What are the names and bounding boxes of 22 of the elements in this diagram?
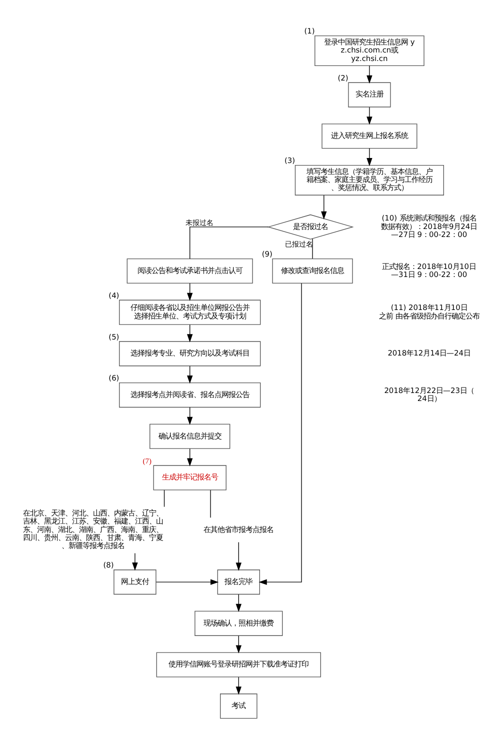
arrow — [187, 324, 193, 342]
arrow — [132, 552, 138, 570]
arrow — [187, 448, 193, 466]
node-label: (7) — [142, 456, 152, 465]
arrow — [366, 106, 372, 124]
arrow — [321, 194, 327, 219]
connector — [312, 238, 313, 258]
arrow — [366, 64, 372, 84]
connector — [164, 489, 165, 507]
arrow — [366, 148, 372, 166]
arrow — [236, 676, 242, 694]
arrow — [236, 634, 242, 653]
arrow — [236, 541, 242, 570]
arrow — [187, 365, 193, 384]
node-box: 生成并牢记报名号 — [153, 464, 226, 490]
arrow — [258, 282, 302, 584]
connector — [190, 226, 269, 259]
arrow — [187, 406, 193, 424]
arrow — [236, 594, 242, 612]
arrow — [156, 578, 219, 584]
connector — [210, 489, 211, 518]
arrow — [187, 282, 193, 300]
